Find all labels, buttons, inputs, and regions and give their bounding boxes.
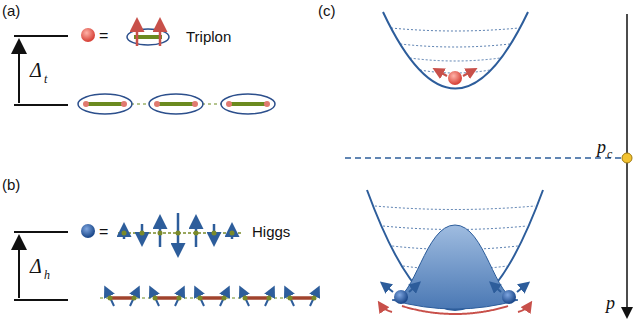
panel-letter: (b) — [2, 177, 20, 192]
gap-subscript: t — [44, 73, 47, 85]
higgs-panel — [14, 213, 318, 306]
gap-symbol: Δ — [30, 256, 42, 276]
gap-symbol: Δ — [30, 60, 42, 80]
potential-panel — [345, 12, 632, 316]
triplon-panel — [14, 22, 275, 114]
equals-sign: = — [99, 28, 108, 44]
critical-pressure: p — [597, 138, 606, 156]
particle-name: Higgs — [252, 224, 290, 239]
gap-subscript: h — [44, 269, 50, 281]
panel-letter: (a) — [2, 3, 20, 18]
equals-sign: = — [99, 224, 108, 240]
pressure-axis-label: p — [606, 294, 615, 312]
panel-letter: (c) — [318, 3, 336, 18]
particle-name: Triplon — [186, 29, 231, 44]
critical-subscript: c — [607, 148, 612, 160]
